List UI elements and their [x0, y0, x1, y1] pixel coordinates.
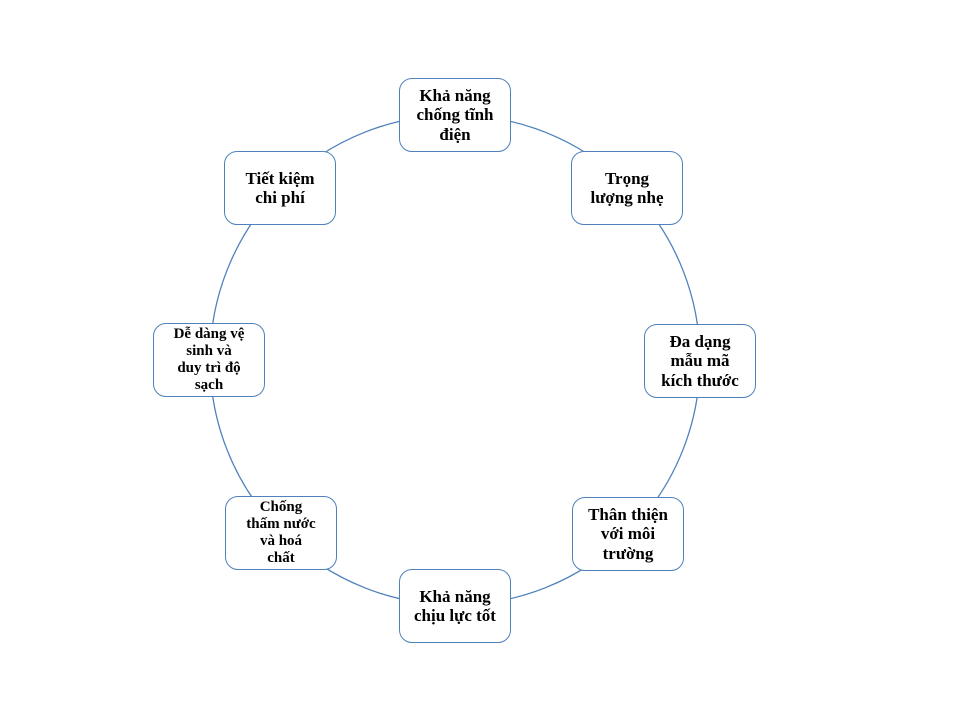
- node-label: Đa dạng mẫu mã kích thước: [661, 332, 739, 390]
- node-cost-saving: Tiết kiệm chi phí: [224, 151, 336, 225]
- node-good-load-bearing: Khả năng chịu lực tốt: [399, 569, 511, 643]
- node-water-chemical-resistant: Chống thấm nước và hoá chất: [225, 496, 337, 570]
- node-diverse-designs-sizes: Đa dạng mẫu mã kích thước: [644, 324, 756, 398]
- node-label: Khả năng chống tĩnh điện: [416, 86, 494, 144]
- node-easy-cleaning: Dễ dàng vệ sinh và duy trì độ sạch: [153, 323, 265, 397]
- node-light-weight: Trọng lượng nhẹ: [571, 151, 683, 225]
- node-label: Thân thiện với môi trường: [588, 505, 668, 563]
- node-label: Tiết kiệm chi phí: [245, 168, 315, 207]
- node-label: Dễ dàng vệ sinh và duy trì độ sạch: [173, 325, 245, 394]
- node-eco-friendly: Thân thiện với môi trường: [572, 497, 684, 571]
- node-label: Khả năng chịu lực tốt: [414, 586, 496, 625]
- node-anti-static: Khả năng chống tĩnh điện: [399, 78, 511, 152]
- node-label: Trọng lượng nhẹ: [590, 168, 664, 207]
- node-label: Chống thấm nước và hoá chất: [246, 498, 316, 567]
